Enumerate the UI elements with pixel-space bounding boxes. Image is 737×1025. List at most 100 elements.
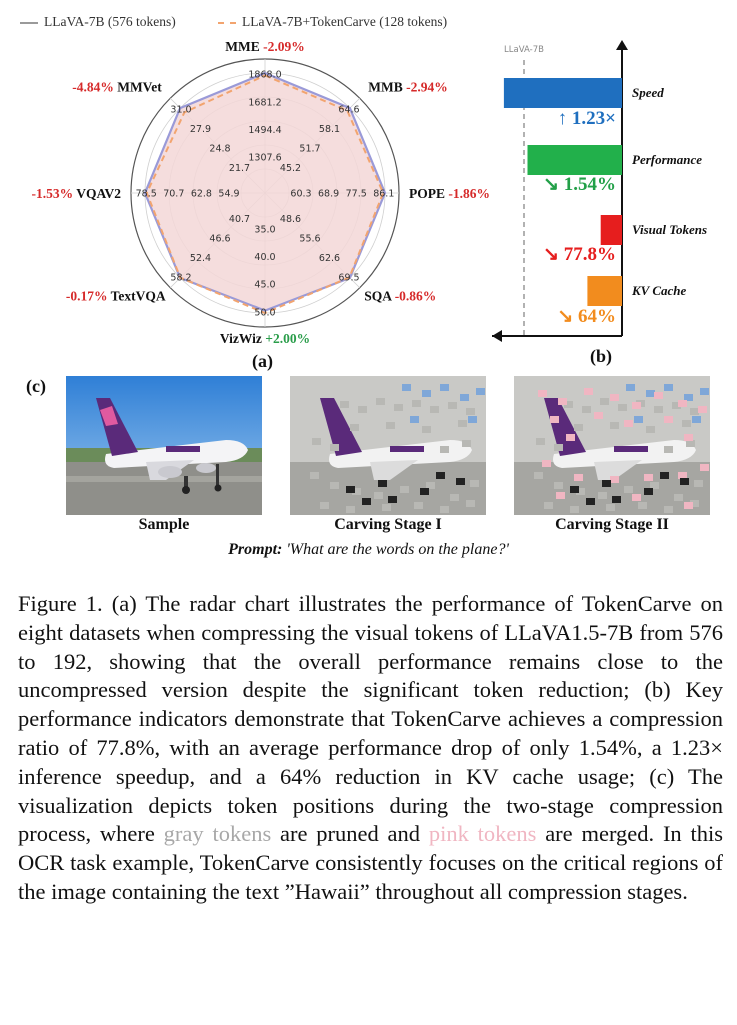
radar-axis-name: VQAV2 <box>76 186 121 201</box>
pruned-token <box>554 444 563 451</box>
radar-axis-label: MME -2.09% <box>225 39 305 54</box>
kept-token <box>362 498 371 505</box>
pruned-token <box>460 394 469 401</box>
pruned-token <box>470 480 479 487</box>
caption-sample: Sample <box>138 516 190 533</box>
radar-axis-label: MMB -2.94% <box>368 80 448 95</box>
merged-token <box>610 394 619 401</box>
caption-part-3: are merged. In this OCR task example, To… <box>18 821 723 904</box>
pruned-token <box>374 492 383 499</box>
radar-tick-label: 64.6 <box>338 105 359 116</box>
kept-token <box>456 478 465 485</box>
pruned-token <box>376 398 385 405</box>
radar-tick-label: 21.7 <box>229 163 250 174</box>
pruned-token <box>330 482 339 489</box>
pruned-token <box>350 424 359 431</box>
kpi-category-label: Speed <box>632 85 664 100</box>
pruned-token <box>536 438 545 445</box>
figure-caption: Figure 1. (a) The radar chart illustrate… <box>18 590 723 907</box>
radar-axis-label: -1.53% VQAV2 <box>31 186 121 201</box>
merged-token <box>538 390 547 397</box>
merged-token <box>624 420 633 427</box>
radar-tick-label: 78.5 <box>136 189 157 200</box>
merged-token <box>644 474 653 481</box>
kpi-y-axis-arrow <box>616 40 628 50</box>
panel-label-a: (a) <box>252 351 273 371</box>
pruned-token <box>690 408 699 415</box>
radar-tick-label: 45.2 <box>280 163 301 174</box>
pruned-token <box>310 472 319 479</box>
radar-axis-label: -0.17% TextVQA <box>66 288 166 303</box>
radar-tick-label: 1494.4 <box>248 125 281 136</box>
merged-token <box>632 402 641 409</box>
kpi-bar <box>527 145 622 175</box>
airplane-photo-icon <box>66 376 262 515</box>
pruned-token <box>352 488 361 495</box>
pruned-token <box>402 384 411 391</box>
reference-label: LLaVA-7B <box>504 45 544 55</box>
pruned-token <box>582 406 591 413</box>
pruned-token <box>534 472 543 479</box>
radar-tick-label: 62.8 <box>191 189 212 200</box>
pruned-token <box>624 486 633 493</box>
prompt-text: 'What are the words on the plane?' <box>286 541 509 558</box>
merged-token <box>678 400 687 407</box>
kept-token <box>420 488 429 495</box>
caption-stage-1: Carving Stage I <box>334 516 442 533</box>
pruned-token <box>430 406 439 413</box>
merged-token <box>684 502 693 509</box>
radar-tick-label: 1307.6 <box>248 153 281 164</box>
kept-token <box>586 498 595 505</box>
pruned-token <box>574 424 583 431</box>
kpi-category-label: Visual Tokens <box>632 222 707 237</box>
caption-part-2: are pruned and <box>271 821 429 847</box>
radar-tick-label: 48.6 <box>280 214 301 225</box>
pruned-token <box>600 398 609 405</box>
radar-axis-name: VizWiz <box>220 331 262 346</box>
radar-axis-name: SQA <box>364 288 392 303</box>
airplane-gray-pruned-icon <box>290 376 486 515</box>
kept-token <box>612 496 621 503</box>
pruned-token <box>450 494 459 501</box>
merged-token <box>700 464 709 471</box>
radar-tick-label: 24.8 <box>209 144 230 155</box>
radar-tick-label: 51.7 <box>299 144 320 155</box>
merged-token <box>556 492 565 499</box>
radar-tick-label: 77.5 <box>346 189 367 200</box>
pruned-token <box>664 446 673 453</box>
kpi-category-label: Performance <box>632 152 702 167</box>
radar-axis-change: +2.00% <box>265 331 310 346</box>
pruned-token <box>340 401 349 408</box>
radar-tick-label: 69.5 <box>338 273 359 284</box>
radar-tick-label: 86.1 <box>373 189 394 200</box>
pruned-token <box>606 504 615 511</box>
radar-tick-label: 55.6 <box>299 234 320 245</box>
radar-tick-label: 40.0 <box>254 252 275 263</box>
pruned-token <box>638 502 647 509</box>
merged-token <box>594 412 603 419</box>
radar-axis-change: -4.84% <box>72 80 114 95</box>
pruned-token <box>626 384 635 391</box>
radar-tick-label: 50.0 <box>254 307 275 318</box>
kept-token <box>602 480 611 487</box>
radar-axis-label: SQA -0.86% <box>364 288 436 303</box>
pruned-token <box>672 402 681 409</box>
kpi-value-label: ↑ 1.23× <box>558 108 616 129</box>
pruned-token <box>414 502 423 509</box>
pruned-token <box>386 422 395 429</box>
kpi-bar <box>600 215 622 245</box>
pruned-token <box>462 440 471 447</box>
pruned-token <box>686 440 695 447</box>
radar-axis-change: -1.86% <box>448 186 490 201</box>
pruned-token <box>312 438 321 445</box>
pruned-token <box>320 502 329 509</box>
pruned-token <box>394 404 403 411</box>
pruned-token <box>576 488 585 495</box>
radar-tick-label: 45.0 <box>254 280 275 291</box>
merged-token <box>654 392 663 399</box>
pruned-token <box>692 416 701 423</box>
kept-token <box>680 478 689 485</box>
radar-axis-name: TextVQA <box>111 288 166 303</box>
kept-token <box>346 486 355 493</box>
